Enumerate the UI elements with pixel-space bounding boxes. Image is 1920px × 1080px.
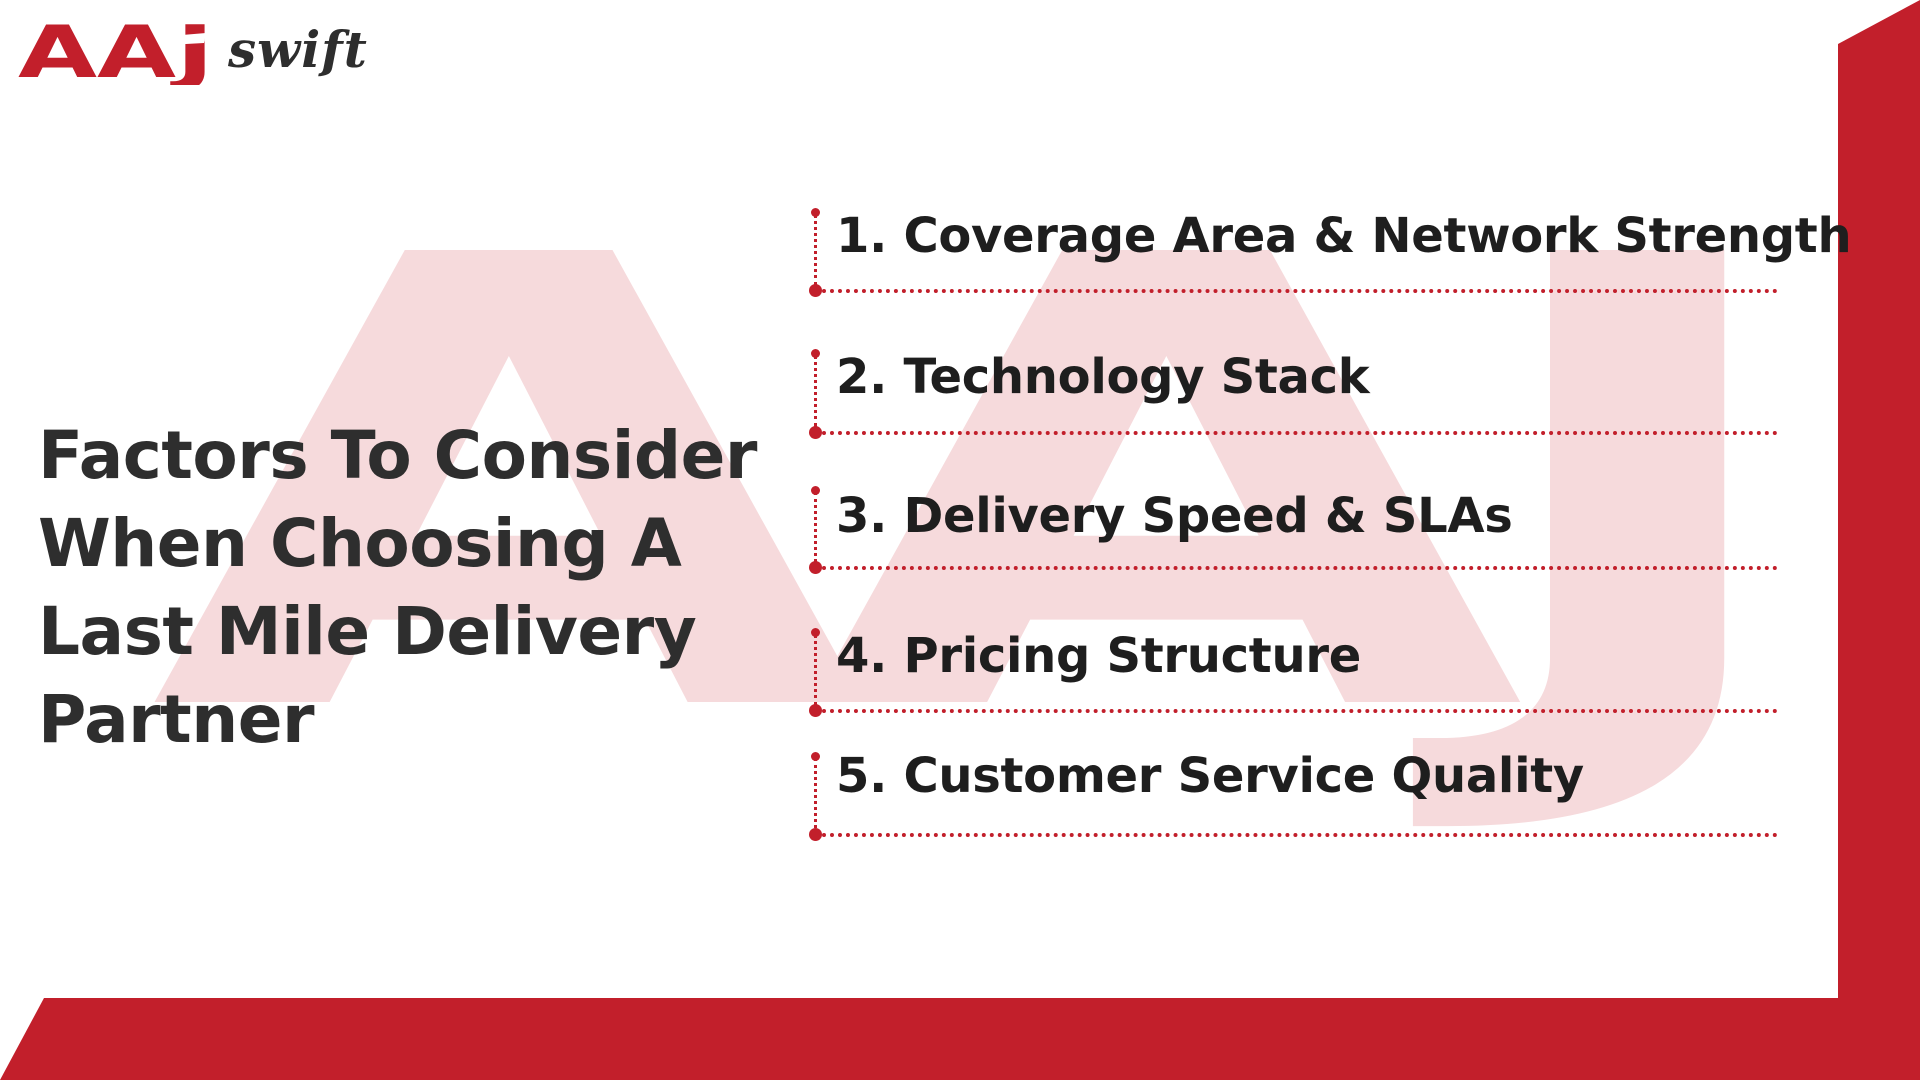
page-title: Factors To Consider When Choosing A Last…: [38, 417, 757, 758]
dotted-divider: [822, 289, 1778, 293]
bullet-dot-icon: [809, 704, 822, 717]
factor-label: 5. Customer Service Quality: [836, 748, 1584, 804]
bullet-dot-icon: [811, 752, 820, 761]
list-item: 2. Technology Stack: [808, 343, 1808, 443]
dotted-connector: [814, 214, 817, 286]
list-item: 1. Coverage Area & Network Strength: [808, 200, 1852, 300]
red-frame-top-cap: [1838, 0, 1920, 44]
bullet-dot-icon: [809, 828, 822, 841]
factor-label: 1. Coverage Area & Network Strength: [836, 208, 1852, 264]
dotted-connector: [814, 355, 817, 427]
dotted-connector: [814, 492, 817, 562]
factor-label: 4. Pricing Structure: [836, 628, 1361, 684]
bullet-dot-icon: [809, 284, 822, 297]
dotted-connector: [814, 758, 817, 834]
bullet-dot-icon: [811, 486, 820, 495]
brand-logo[interactable]: AAJ swift: [18, 12, 368, 92]
logo-wordmark: swift: [228, 19, 368, 79]
list-item: 4. Pricing Structure: [808, 622, 1808, 722]
bullet-dot-icon: [811, 208, 820, 217]
factor-list: 1. Coverage Area & Network Strength 2. T…: [808, 200, 1852, 850]
bullet-dot-icon: [809, 561, 822, 574]
dotted-divider: [822, 709, 1778, 713]
red-frame-right: [1838, 44, 1920, 1080]
logo-text: AAJ: [18, 19, 214, 85]
red-frame-bottom: [0, 998, 1920, 1080]
bullet-dot-icon: [809, 426, 822, 439]
list-item: 3. Delivery Speed & SLAs: [808, 480, 1808, 580]
dotted-connector: [814, 634, 817, 706]
aaj-logo-icon: AAJ: [18, 19, 214, 85]
dotted-divider: [822, 431, 1778, 435]
factor-label: 2. Technology Stack: [836, 349, 1370, 405]
bullet-dot-icon: [811, 349, 820, 358]
bullet-dot-icon: [811, 628, 820, 637]
list-item: 5. Customer Service Quality: [808, 748, 1808, 848]
dotted-divider: [822, 833, 1778, 837]
dotted-divider: [822, 566, 1778, 570]
factor-label: 3. Delivery Speed & SLAs: [836, 488, 1513, 544]
